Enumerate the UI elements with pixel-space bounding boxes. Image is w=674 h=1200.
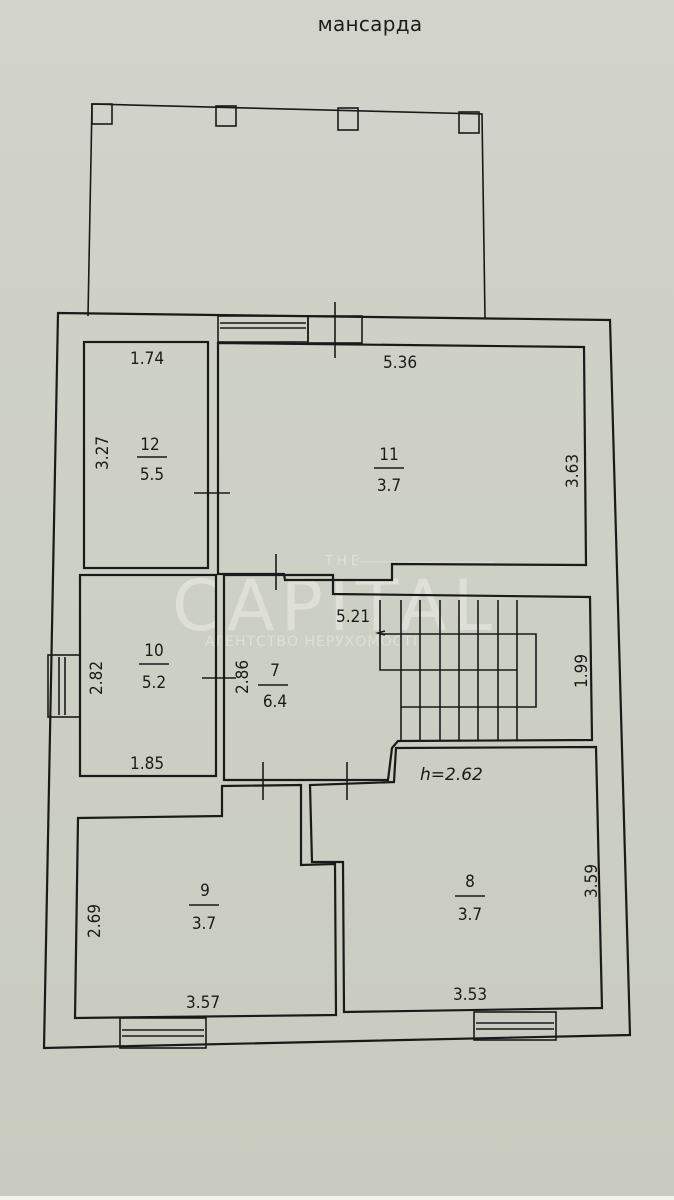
post	[337, 107, 359, 131]
room-10: 2.82 1.85 10 5.2	[87, 641, 169, 774]
windows	[47, 315, 557, 1049]
room-7-area: 6.4	[263, 692, 287, 712]
room-8-area: 3.7	[458, 905, 482, 925]
room-8-outline	[308, 745, 604, 1014]
plan-title: мансарда	[317, 12, 423, 36]
room-7-length: 2.86	[233, 660, 253, 694]
room-7-width: 5.21	[336, 607, 370, 627]
stair-dimension: 1.99	[572, 654, 592, 688]
room-8-width: 3.53	[453, 985, 487, 1005]
room-12: 1.74 3.27 12 5.5	[93, 349, 167, 485]
room-9: 2.69 3.57 9 3.7	[85, 881, 220, 1013]
window-top	[217, 315, 309, 343]
balcony	[87, 103, 486, 319]
room-11: 5.36 3.63 11 3.7	[374, 353, 583, 496]
room-7: 2.86 5.21 7 6.4	[233, 607, 370, 712]
window-bottom-right	[473, 1011, 557, 1041]
room-8: 3.59 3.53 8 3.7	[453, 864, 602, 1005]
room-10-area: 5.2	[142, 673, 166, 693]
room-9-number: 9	[200, 881, 210, 901]
outer-walls	[42, 311, 632, 1050]
post	[215, 105, 237, 127]
room-8-length: 3.59	[582, 864, 602, 898]
room-7-outline	[222, 573, 594, 782]
page-edge	[0, 1196, 674, 1200]
room-11-outline	[216, 341, 588, 582]
room-8-number: 8	[465, 872, 475, 892]
staircase	[375, 600, 537, 740]
room-9-outline	[73, 783, 338, 1020]
room-11-width: 5.36	[383, 353, 417, 373]
room-10-number: 10	[144, 641, 163, 661]
watermark-sub: АГЕНТСТВО НЕРУХОМОСТІ	[205, 634, 418, 650]
room-10-width: 1.85	[130, 754, 164, 774]
room-10-length: 2.82	[87, 661, 107, 695]
ceiling-height: h=2.62	[420, 765, 483, 785]
room-12-length: 3.27	[93, 436, 113, 470]
room-12-width: 1.74	[130, 349, 164, 369]
watermark: THE CAPITAL АГЕНТСТВО НЕРУХОМОСТІ	[172, 554, 495, 650]
watermark-top: THE	[324, 554, 363, 569]
room-11-length: 3.63	[563, 454, 583, 488]
room-9-length: 2.69	[85, 904, 105, 938]
window-left	[47, 654, 81, 718]
room-12-area: 5.5	[140, 465, 164, 485]
room-7-number: 7	[270, 661, 280, 681]
room-11-number: 11	[379, 445, 398, 465]
room-12-outline	[82, 340, 210, 570]
room-12-number: 12	[140, 435, 159, 455]
room-9-area: 3.7	[192, 914, 216, 934]
room-9-width: 3.57	[186, 993, 220, 1013]
room-11-area: 3.7	[377, 476, 401, 496]
door-marks	[194, 302, 363, 800]
post	[458, 111, 480, 134]
post	[91, 103, 113, 125]
window-bottom-left	[119, 1017, 207, 1049]
